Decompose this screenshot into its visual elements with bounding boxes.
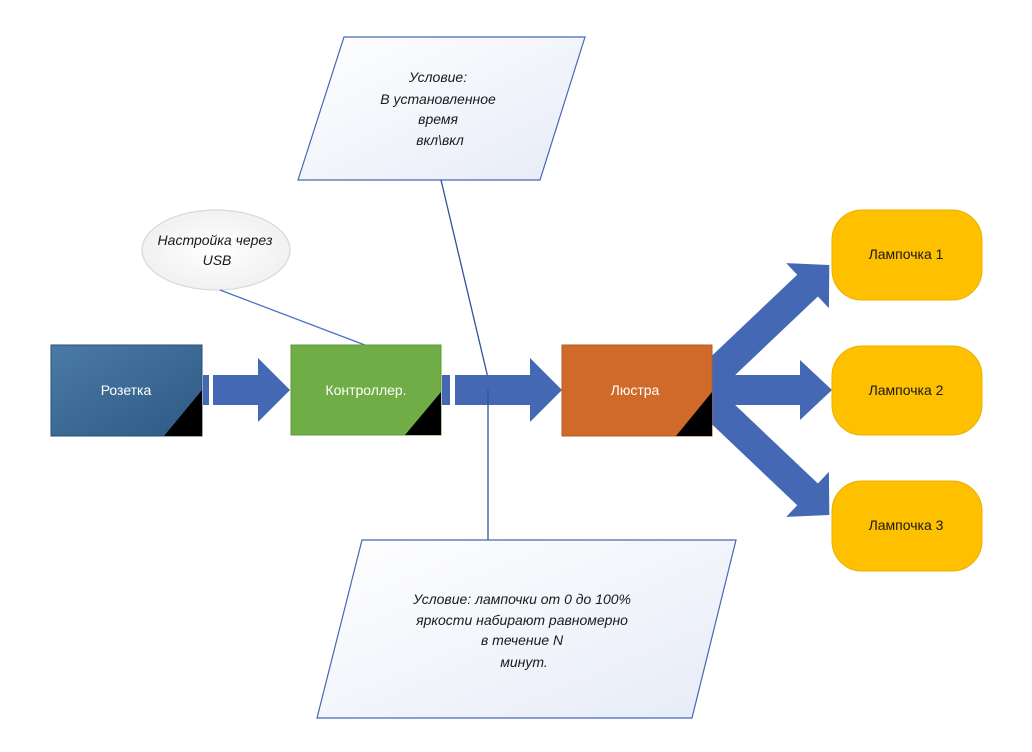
bottom-condition-shape [316,539,737,719]
arrow-to-bulb-3 [695,387,830,517]
usb-note-line: Настройка через [158,232,273,248]
bottom-condition-line: в течение N [481,632,564,648]
top-condition-text: Условие: В установленное время вкл\вкл [380,69,499,148]
usb-note-connector [219,289,379,351]
bottom-condition-line: яркости набирают равномерно [415,612,628,628]
arrow-controller-to-chandelier [442,358,562,422]
arrow-to-bulb-1 [695,263,830,393]
bulb-3: Лампочка 3 [831,480,983,572]
top-condition-line: время [418,111,458,127]
usb-note-line: USB [203,252,232,268]
usb-note-oval [141,209,291,291]
chandelier-label: Люстра [611,382,660,398]
top-condition-line: В установленное [380,91,496,107]
bulb-1-label: Лампочка 1 [869,246,944,262]
top-condition-connector [440,179,489,379]
bottom-condition-line: минут. [500,654,547,670]
top-condition-line: Условие: [408,69,467,85]
chandelier-box: Люстра [561,344,713,437]
usb-note-text: Настройка через USB [158,232,277,268]
arrow-to-bulb-2 [708,360,832,420]
top-condition-shape [297,36,586,181]
controller-box: Контроллер. [290,344,442,436]
top-condition-line: вкл\вкл [416,132,464,148]
bottom-condition-line: Условие: лампочки от 0 до 100% [412,591,631,607]
socket-box: Розетка [50,344,203,437]
bulb-2-label: Лампочка 2 [869,382,944,398]
socket-label: Розетка [101,382,152,398]
controller-label: Контроллер. [325,382,406,398]
arrow-socket-to-controller [203,358,290,422]
bulb-2: Лампочка 2 [831,345,983,436]
bulb-3-label: Лампочка 3 [869,517,944,533]
bottom-condition-text: Условие: лампочки от 0 до 100% яркости н… [412,591,635,670]
bulb-1: Лампочка 1 [831,209,983,301]
